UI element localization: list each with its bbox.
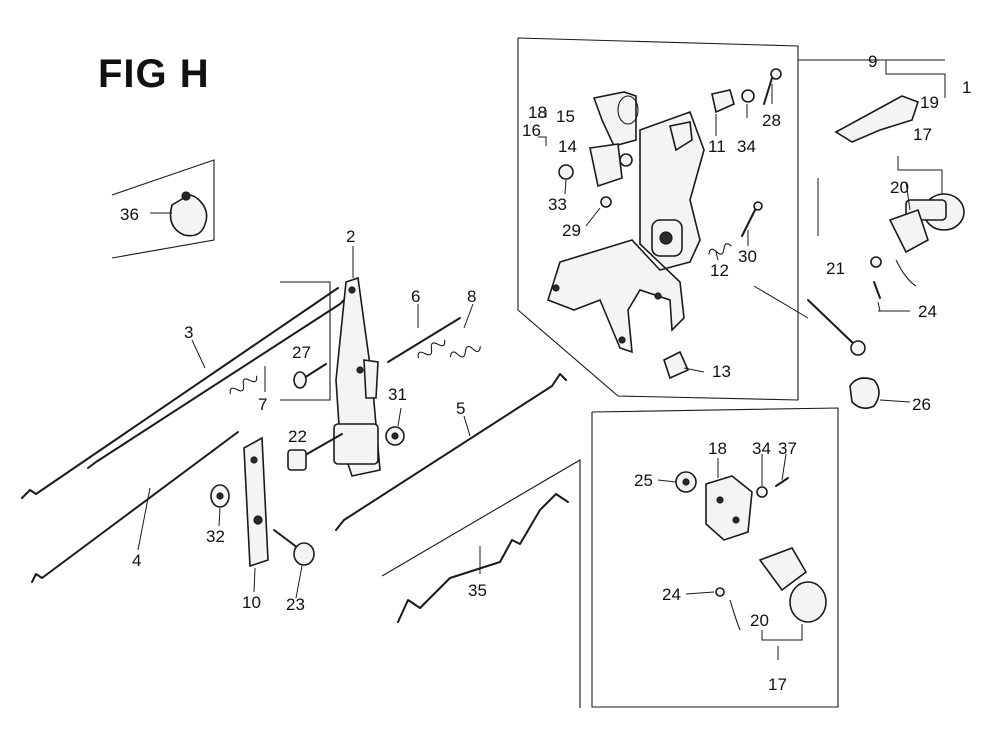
callout-4: 4 [132, 551, 141, 570]
callout-15: 15 [556, 107, 575, 126]
callout-23: 23 [286, 595, 305, 614]
bolts-and-washers [287, 363, 405, 471]
callout-32: 32 [206, 527, 225, 546]
callout-18-bottom: 18 [708, 439, 727, 458]
governor-arm-part [333, 276, 381, 477]
callout-26: 26 [912, 395, 931, 414]
callout-22: 22 [288, 427, 307, 446]
springs [229, 243, 732, 395]
callout-35: 35 [468, 581, 487, 600]
figure-title: FIG H [98, 52, 210, 96]
hose-clip-part [169, 191, 208, 237]
callout-20-bottom: 20 [750, 611, 769, 630]
callout-28: 28 [762, 111, 781, 130]
callout-10: 10 [242, 593, 261, 612]
callout-9: 9 [868, 52, 877, 71]
callout-18-top: 18 [528, 103, 547, 122]
callout-29: 29 [562, 221, 581, 240]
bottom-right-parts [675, 471, 827, 631]
callout-2: 2 [346, 227, 355, 246]
callout-1: 1 [962, 78, 971, 97]
callout-leaders [137, 84, 943, 660]
callout-17-top: 17 [913, 125, 932, 144]
assembly-group-outlines [111, 37, 946, 708]
callout-24-bottom: 24 [662, 585, 681, 604]
control-hardware [558, 68, 782, 380]
callout-14: 14 [558, 137, 577, 156]
callout-34-top: 34 [737, 137, 756, 156]
callout-33: 33 [548, 195, 567, 214]
top-right-parts [807, 95, 965, 410]
callout-20-top: 20 [890, 178, 909, 197]
callout-8: 8 [467, 287, 476, 306]
callout-37: 37 [778, 439, 797, 458]
choke-lever-part [210, 436, 315, 568]
callout-34-bottom: 34 [752, 439, 771, 458]
callout-12: 12 [710, 261, 729, 280]
callout-30: 30 [738, 247, 757, 266]
callout-13: 13 [712, 362, 731, 381]
callout-25: 25 [634, 471, 653, 490]
callout-labels: 1 2 3 4 5 6 7 8 9 10 11 12 13 14 15 16 1… [120, 52, 971, 694]
callout-21: 21 [826, 259, 845, 278]
callout-11: 11 [708, 137, 726, 156]
callout-5: 5 [456, 399, 465, 418]
callout-27: 27 [292, 343, 311, 362]
control-rods [21, 287, 569, 623]
callout-24-top: 24 [918, 302, 937, 321]
callout-6: 6 [411, 287, 420, 306]
callout-36: 36 [120, 205, 139, 224]
callout-7: 7 [258, 395, 267, 414]
callout-16: 16 [522, 121, 541, 140]
control-base-part [547, 110, 705, 354]
callout-19: 19 [920, 93, 939, 112]
callout-3: 3 [184, 323, 193, 342]
callout-31: 31 [388, 385, 407, 404]
callout-17-bottom: 17 [768, 675, 787, 694]
